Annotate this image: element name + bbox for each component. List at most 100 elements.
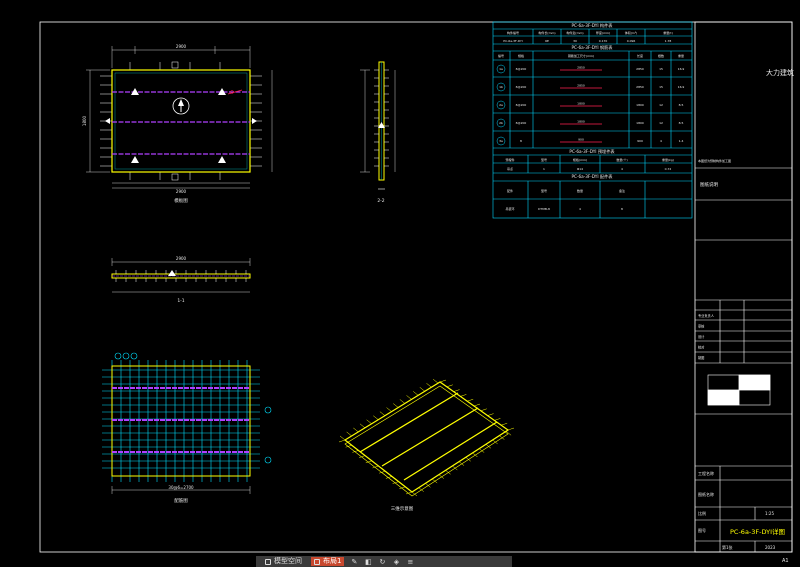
titleblock-field: 审核 <box>698 324 705 329</box>
rebar-spec: 8@200 <box>516 67 527 71</box>
iso-stub <box>419 387 425 392</box>
rebar-length: 2850 <box>636 85 644 89</box>
drawing-no-label: 图号 <box>698 527 706 533</box>
rebar-count: 15 <box>659 67 663 71</box>
rebar-dim: 2850 <box>577 66 585 70</box>
iso-stub <box>346 431 352 437</box>
schedule-header-4: 配件型号数量备注 <box>507 188 625 193</box>
row3-cell: 4 <box>621 167 623 171</box>
layout-icon <box>314 558 320 565</box>
rebar-mark: 2b <box>499 121 503 125</box>
model-icon <box>265 558 271 565</box>
titleblock-lines <box>695 167 792 552</box>
schedule-title-3: PC-6a-3F-DYI 预埋件表 <box>569 148 615 155</box>
iso-stub <box>372 465 379 469</box>
rebar-weight: 16.9 <box>678 85 685 89</box>
iso-stub <box>446 384 453 388</box>
row1-cell: 0.096 <box>627 39 636 43</box>
rebar-weight: 8.5 <box>679 121 684 125</box>
section-11-width: 2900 <box>176 256 187 261</box>
schedule-table <box>492 21 693 219</box>
header1-cell: 厚度(mm) <box>596 30 610 35</box>
iso-stub <box>487 413 494 416</box>
rebar-mark: 1b <box>499 85 503 89</box>
iso-stub <box>507 427 515 431</box>
scale-value: 1:25 <box>765 511 774 516</box>
iso-stub <box>379 470 386 474</box>
row3-cell: 0.72 <box>665 167 672 171</box>
iso-stub <box>392 481 399 484</box>
iso-stub <box>494 418 501 421</box>
model-space-tab[interactable]: 模型空间 <box>262 557 305 566</box>
drawing-name-label: 图纸名称 <box>698 491 714 497</box>
iso-stub <box>479 448 485 453</box>
iso-stub <box>406 395 412 400</box>
redo-icon[interactable]: ↻ <box>379 557 386 566</box>
iso-stub <box>432 378 439 384</box>
iso-stub <box>352 450 359 453</box>
header2-cell: 根数 <box>658 53 664 58</box>
iso-stub <box>338 439 346 443</box>
titleblock-frame <box>694 21 793 553</box>
company-name: 大力建筑 <box>766 68 794 77</box>
header4-cell: 配件 <box>507 188 513 193</box>
section-1-1-view: 2900 1-1 <box>111 256 251 304</box>
layout1-tab[interactable]: 布局1 <box>311 557 345 566</box>
header2-cell: 编号 <box>498 53 504 58</box>
menu-icon[interactable]: ≡ <box>407 557 414 566</box>
header4-cell: 备注 <box>619 188 625 193</box>
page-number: A1 <box>782 558 789 564</box>
titleblock-field: 校对 <box>698 345 705 350</box>
schedule-header-1: 构件编号构件长(mm)构件宽(mm)厚度(mm)体积(m³)重量(t) <box>507 30 673 35</box>
rebar-weight: 8.5 <box>679 103 684 107</box>
row3-cell: Φ14 <box>577 167 583 171</box>
iso-stub <box>385 476 392 479</box>
rebar-mark: 3a <box>499 139 503 143</box>
iso-stub <box>485 444 492 449</box>
titleblock-field: 制图 <box>698 355 704 360</box>
rebar-count: 12 <box>659 103 663 107</box>
iso-stub <box>353 427 359 433</box>
iso-stub <box>445 470 451 475</box>
iso-view: 三维示意图 <box>338 378 515 512</box>
section-22-label: 2-2 <box>377 198 384 204</box>
titleblock-field: 专业负责人 <box>698 313 715 318</box>
iso-stub <box>386 407 392 412</box>
iso-label: 三维示意图 <box>391 505 414 512</box>
iso-stub <box>412 391 419 396</box>
layers-icon[interactable]: ◈ <box>393 557 400 566</box>
iso-stub <box>405 491 413 495</box>
rebar-count: 12 <box>659 121 663 125</box>
layout1-label: 布局1 <box>323 557 342 565</box>
rebar-weight: 1.4 <box>679 139 684 143</box>
rebar-dim: 2850 <box>577 84 585 88</box>
iso-stub <box>473 403 481 407</box>
iso-stub <box>465 457 471 462</box>
pencil-icon[interactable]: ✎ <box>351 557 358 566</box>
row4-cell: 吊装环 <box>505 206 514 211</box>
plan-height: 1800 <box>82 115 87 126</box>
iso-stub <box>425 483 431 488</box>
header1-cell: 体积(m³) <box>625 30 637 35</box>
eraser-icon[interactable]: ◧ <box>365 557 372 566</box>
plan-width-top: 2900 <box>176 44 187 49</box>
section-2-2-view: 2-2 <box>360 61 396 204</box>
iso-stub <box>438 474 445 479</box>
plan-width: 2900 <box>176 189 187 194</box>
rebar-spec: 8@200 <box>516 85 527 89</box>
row1-cell: 1.78 <box>665 39 672 43</box>
iso-stub <box>472 452 478 458</box>
titleblock-field: 设计 <box>698 334 705 339</box>
iso-stub <box>366 419 372 424</box>
header3-cell: 型号 <box>541 157 547 162</box>
header1-cell: 构件编号 <box>507 30 519 35</box>
rebar-count: 4 <box>660 139 662 143</box>
row1-cell: 6E <box>545 39 549 43</box>
rebar-spec: 8@200 <box>516 103 527 107</box>
note-line: 本图纸为预制构件加工图 <box>698 158 731 163</box>
iso-stub <box>432 478 438 484</box>
